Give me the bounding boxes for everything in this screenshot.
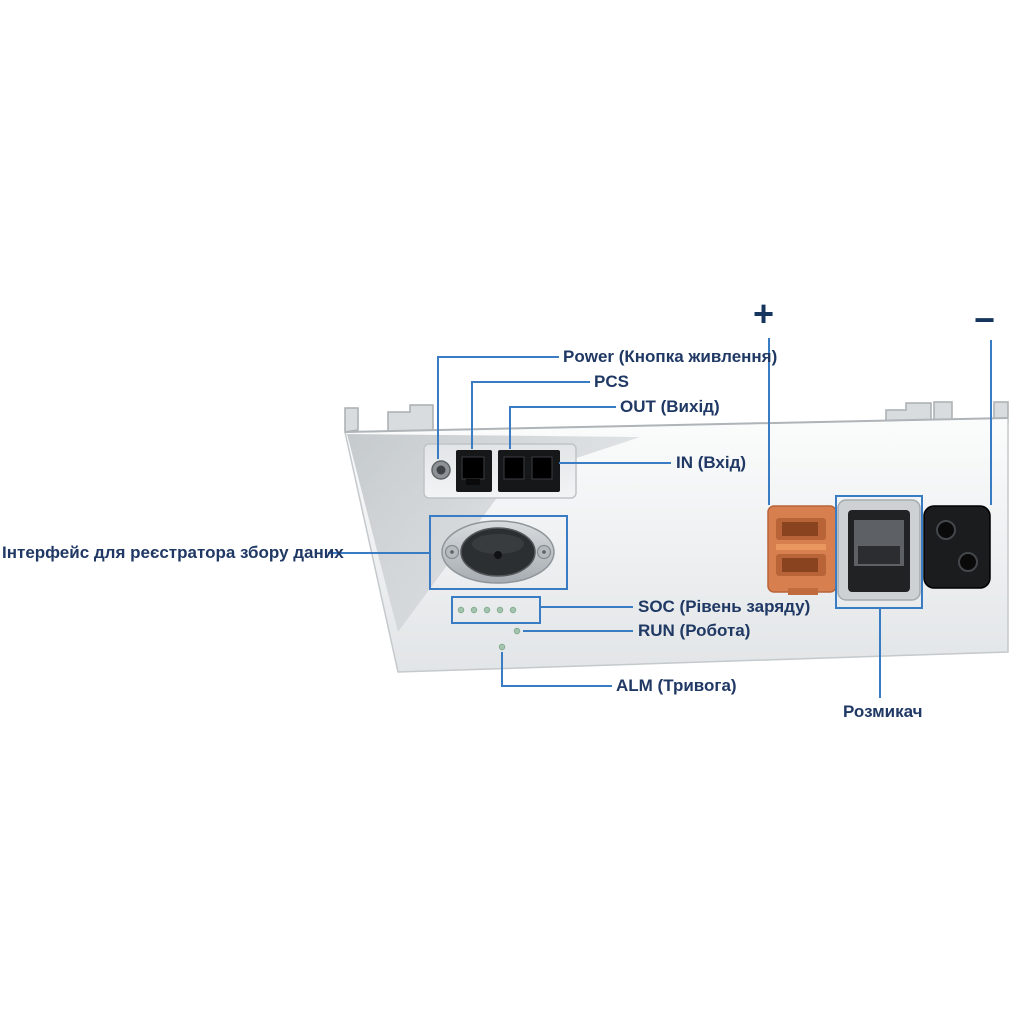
in-label: IN (Вхід) bbox=[676, 453, 747, 472]
run-led bbox=[513, 627, 521, 635]
panel-shadow bbox=[347, 434, 640, 632]
run-label: RUN (Робота) bbox=[638, 621, 751, 640]
port-recess bbox=[423, 443, 577, 499]
panel-top-edge bbox=[344, 417, 1009, 433]
pcs-callout-line bbox=[471, 381, 590, 449]
soc-label: SOC (Рівень заряду) bbox=[638, 597, 811, 616]
soc-leds bbox=[457, 606, 517, 614]
alm-callout-line bbox=[501, 652, 612, 687]
out-label: OUT (Вихід) bbox=[620, 397, 720, 416]
positive-terminal-sign: + bbox=[753, 293, 775, 334]
in-out-port bbox=[498, 450, 560, 492]
callout-boxes bbox=[429, 495, 923, 624]
bracket-left-hook bbox=[387, 404, 434, 433]
out-callout-line bbox=[509, 406, 616, 449]
power-button bbox=[431, 460, 451, 480]
led-indicators bbox=[457, 606, 521, 651]
power-callout-line bbox=[437, 356, 559, 459]
negative-terminal-sign: − bbox=[974, 299, 996, 340]
callout-lines bbox=[328, 338, 992, 698]
power-label: Power (Кнопка живлення) bbox=[563, 347, 778, 366]
pcs-label: PCS bbox=[594, 372, 629, 391]
breaker-switch bbox=[837, 499, 921, 601]
pcs-port bbox=[456, 450, 492, 492]
negative-terminal-connector bbox=[923, 505, 991, 589]
data-interface-label: Інтерфейс для реєстратора збору даних bbox=[2, 543, 344, 562]
positive-terminal-connector bbox=[767, 505, 837, 595]
alm-led bbox=[498, 643, 506, 651]
breaker-label: Розмикач bbox=[843, 702, 923, 721]
data-interface-connector bbox=[441, 520, 555, 584]
breaker-callout-box bbox=[835, 495, 923, 609]
data-interface-callout-box bbox=[429, 515, 568, 590]
soc-callout-box bbox=[451, 596, 541, 624]
alm-label: ALM (Тривога) bbox=[616, 676, 737, 695]
bracket-left-tab bbox=[344, 407, 359, 433]
